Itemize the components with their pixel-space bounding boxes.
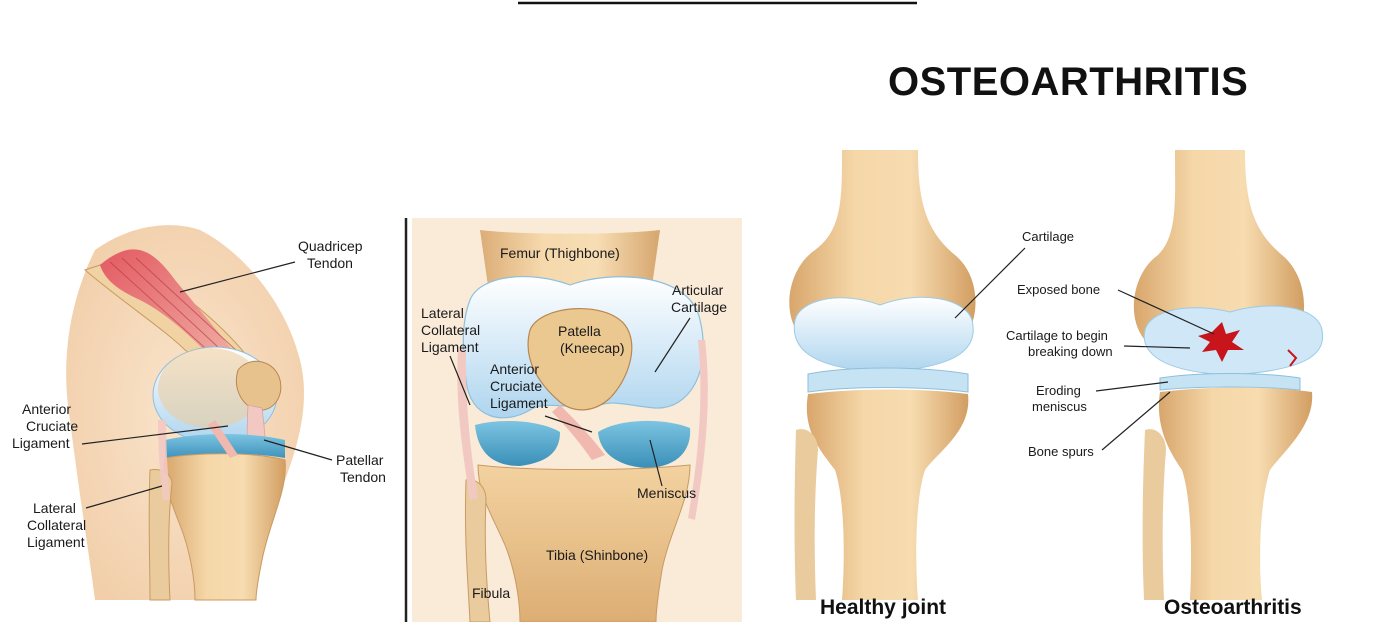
label-quadricep-tendon-1: Quadricep bbox=[298, 238, 363, 254]
label-meniscus: Meniscus bbox=[637, 485, 696, 501]
label-frontal-acl-1: Anterior bbox=[490, 361, 539, 377]
oa-tibia bbox=[1159, 388, 1312, 601]
label-frontal-lcl-3: Ligament bbox=[421, 339, 479, 355]
label-cartilage-breaking-2: breaking down bbox=[1028, 344, 1113, 359]
label-patellar-tendon-2: Tendon bbox=[340, 469, 386, 485]
label-frontal-lcl-1: Lateral bbox=[421, 305, 464, 321]
label-acl-2: Cruciate bbox=[26, 418, 78, 434]
label-quadricep-tendon-2: Tendon bbox=[307, 255, 353, 271]
caption-osteoarthritis: Osteoarthritis bbox=[1164, 596, 1302, 619]
oa-fibula bbox=[1143, 429, 1166, 600]
healthy-joint-illustration bbox=[789, 150, 975, 600]
healthy-fibula bbox=[795, 429, 819, 600]
osteoarthritis-title: OSTEOARTHRITIS bbox=[888, 60, 1248, 104]
label-patella-2: (Kneecap) bbox=[560, 340, 625, 356]
label-femur: Femur (Thighbone) bbox=[500, 245, 620, 261]
label-cartilage: Cartilage bbox=[1022, 229, 1074, 244]
label-patella-1: Patella bbox=[558, 323, 601, 339]
label-acl-1: Anterior bbox=[22, 401, 71, 417]
label-frontal-lcl-2: Collateral bbox=[421, 322, 480, 338]
label-exposed-bone: Exposed bone bbox=[1017, 282, 1100, 297]
label-lcl-1: Lateral bbox=[33, 500, 76, 516]
label-lcl-3: Ligament bbox=[27, 534, 85, 550]
label-articular-2: Cartilage bbox=[671, 299, 727, 315]
label-frontal-acl-3: Ligament bbox=[490, 395, 548, 411]
label-bone-spurs: Bone spurs bbox=[1028, 444, 1094, 459]
label-patellar-tendon-1: Patellar bbox=[336, 452, 384, 468]
label-fibula: Fibula bbox=[472, 585, 510, 601]
caption-healthy-joint: Healthy joint bbox=[820, 596, 946, 619]
healthy-tibia bbox=[807, 390, 969, 601]
healthy-meniscus bbox=[808, 368, 968, 392]
label-frontal-acl-2: Cruciate bbox=[490, 378, 542, 394]
label-tibia: Tibia (Shinbone) bbox=[546, 547, 648, 563]
osteoarthritis-joint-illustration bbox=[1134, 150, 1323, 600]
label-cartilage-breaking-1: Cartilage to begin bbox=[1006, 328, 1108, 343]
lateral-knee-illustration bbox=[66, 225, 304, 600]
healthy-cartilage bbox=[794, 297, 973, 372]
label-acl-3: Ligament bbox=[12, 435, 70, 451]
label-lcl-2: Collateral bbox=[27, 517, 86, 533]
oa-cartilage bbox=[1144, 306, 1322, 375]
label-articular-1: Articular bbox=[672, 282, 724, 298]
label-eroding-meniscus-1: Eroding bbox=[1036, 383, 1081, 398]
label-eroding-meniscus-2: meniscus bbox=[1032, 399, 1087, 414]
oa-meniscus bbox=[1160, 374, 1300, 391]
